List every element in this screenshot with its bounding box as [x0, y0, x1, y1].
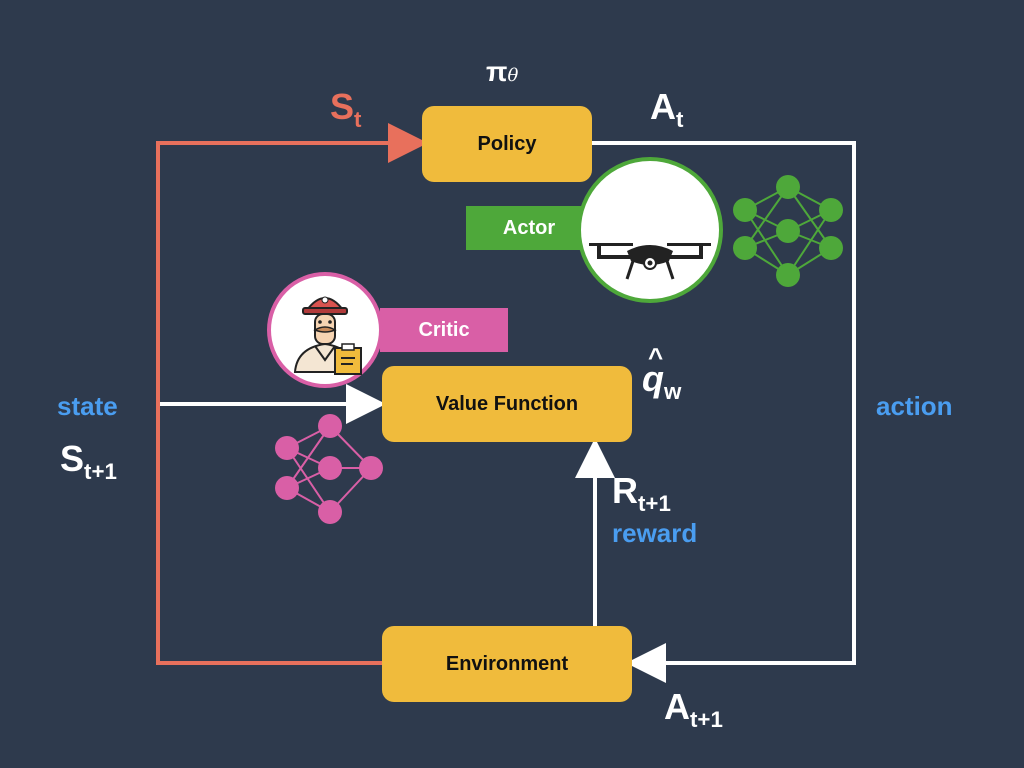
- reward-letter: R: [612, 470, 638, 511]
- value-function-box: Value Function: [382, 366, 632, 442]
- action-text: action: [876, 391, 953, 421]
- state-t-label: St: [330, 86, 361, 132]
- action-t-letter: A: [650, 86, 676, 127]
- actor-network-icon: [733, 175, 843, 287]
- hat-mark: ^: [648, 342, 664, 372]
- state-next-subscript: t+1: [84, 458, 117, 484]
- actor-avatar: [577, 157, 723, 303]
- policy-box: Policy: [422, 106, 592, 182]
- action-loop-line: [592, 141, 856, 683]
- critic-tag-label: Critic: [418, 318, 470, 341]
- state-t-letter: S: [330, 86, 355, 127]
- reward-text: reward: [612, 518, 698, 548]
- reward-subscript: t+1: [638, 490, 671, 516]
- state-loop-line: [156, 123, 428, 665]
- policy-symbol: πθ: [486, 56, 518, 88]
- critic-avatar: [267, 272, 383, 388]
- actor-tag-label: Actor: [502, 216, 556, 239]
- state-next-letter: S: [60, 438, 85, 479]
- q-hat-label: ^ qw: [642, 342, 681, 404]
- state-t-subscript: t: [354, 106, 362, 132]
- actor-tag: Actor: [466, 206, 592, 250]
- critic-tag: Critic: [380, 308, 508, 352]
- policy-label: Policy: [477, 132, 537, 155]
- critic-network-icon: [275, 414, 383, 524]
- action-t-label: At: [650, 86, 683, 132]
- pi-subscript: θ: [507, 65, 519, 86]
- reward-next-label: Rt+1: [612, 470, 671, 516]
- value-function-label: Value Function: [435, 392, 579, 415]
- state-next-label: St+1: [60, 438, 117, 484]
- action-t-subscript: t: [676, 106, 684, 132]
- action-next-label: At+1: [664, 686, 723, 732]
- person-with-clipboard-icon: [293, 296, 362, 375]
- action-next-letter: A: [664, 686, 690, 727]
- environment-label: Environment: [445, 652, 569, 675]
- q-subscript: w: [664, 378, 682, 404]
- action-next-subscript: t+1: [690, 706, 723, 732]
- drone-icon: [589, 243, 711, 280]
- environment-box: Environment: [382, 626, 632, 702]
- state-text: state: [57, 391, 118, 421]
- q-letter: q: [642, 358, 664, 399]
- pi-symbol: π: [486, 56, 508, 87]
